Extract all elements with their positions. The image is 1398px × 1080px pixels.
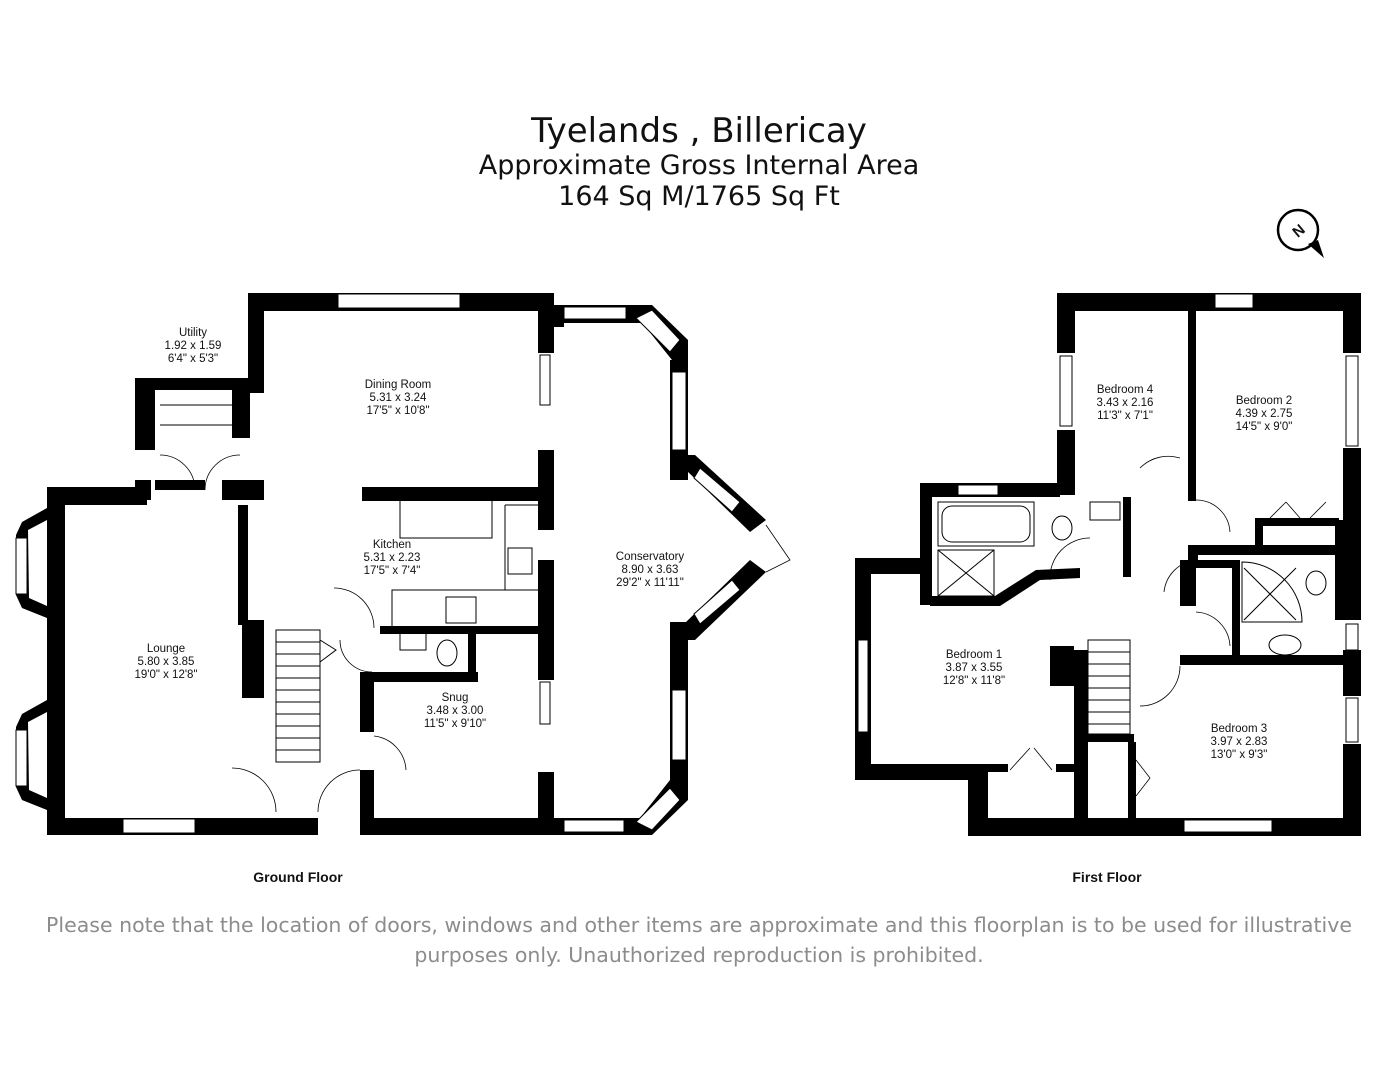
property-title: Tyelands , Billericay <box>531 111 867 151</box>
room-imperial: 17'5" x 7'4" <box>364 565 421 577</box>
room-name: Dining Room <box>365 379 431 391</box>
room-metric: 1.92 x 1.59 <box>165 340 222 352</box>
room-imperial: 19'0" x 12'8" <box>134 669 197 681</box>
room-conservatory: Conservatory 8.90 x 3.63 29'2" x 11'11" <box>616 551 685 589</box>
ground-floor-label: Ground Floor <box>253 869 343 885</box>
room-imperial: 29'2" x 11'11" <box>616 577 684 589</box>
first-floor-plan <box>855 293 1361 836</box>
room-metric: 8.90 x 3.63 <box>622 564 679 576</box>
room-bedroom-4: Bedroom 4 3.43 x 2.16 11'3" x 7'1" <box>1097 384 1154 422</box>
room-imperial: 13'0" x 9'3" <box>1211 749 1268 761</box>
room-name: Snug <box>442 692 469 704</box>
disclaimer-line-1: Please note that the location of doors, … <box>46 913 1352 937</box>
compass-icon: N <box>1276 208 1324 258</box>
room-metric: 5.31 x 3.24 <box>370 392 428 404</box>
room-name: Bedroom 2 <box>1236 395 1292 407</box>
room-utility: Utility 1.92 x 1.59 6'4" x 5'3" <box>165 327 222 365</box>
room-bedroom-3: Bedroom 3 3.97 x 2.83 13'0" x 9'3" <box>1211 723 1268 761</box>
room-metric: 4.39 x 2.75 <box>1236 408 1293 420</box>
room-metric: 3.87 x 3.55 <box>946 662 1003 674</box>
area-subtitle: Approximate Gross Internal Area <box>478 150 920 181</box>
room-metric: 3.43 x 2.16 <box>1097 397 1154 409</box>
first-floor-label: First Floor <box>1072 869 1142 885</box>
stairs <box>275 629 337 763</box>
ground-floor-plan <box>15 293 791 835</box>
plan-header: Tyelands , Billericay Approximate Gross … <box>0 112 1398 212</box>
room-name: Bedroom 4 <box>1097 384 1154 396</box>
room-metric: 3.48 x 3.00 <box>427 705 484 717</box>
disclaimer: Please note that the location of doors, … <box>0 910 1398 970</box>
room-imperial: 11'3" x 7'1" <box>1097 410 1153 422</box>
room-name: Utility <box>179 327 207 339</box>
gross-area: 164 Sq M/1765 Sq Ft <box>558 181 840 212</box>
room-metric: 5.31 x 2.23 <box>364 552 421 564</box>
room-dining: Dining Room 5.31 x 3.24 17'5" x 10'8" <box>365 379 431 417</box>
room-imperial: 6'4" x 5'3" <box>168 353 218 365</box>
disclaimer-line-2: purposes only. Unauthorized reproduction… <box>414 943 984 967</box>
room-kitchen: Kitchen 5.31 x 2.23 17'5" x 7'4" <box>364 539 421 577</box>
room-name: Bedroom 1 <box>946 649 1002 661</box>
room-bedroom-1: Bedroom 1 3.87 x 3.55 12'8" x 11'8" <box>943 649 1005 687</box>
room-name: Kitchen <box>373 539 411 551</box>
room-imperial: 14'5" x 9'0" <box>1236 421 1293 433</box>
stairs <box>1087 639 1131 735</box>
room-lounge: Lounge 5.80 x 3.85 19'0" x 12'8" <box>134 643 197 681</box>
room-name: Lounge <box>147 643 185 655</box>
room-imperial: 12'8" x 11'8" <box>943 675 1005 687</box>
room-name: Conservatory <box>616 551 685 563</box>
room-metric: 3.97 x 2.83 <box>1211 736 1268 748</box>
room-name: Bedroom 3 <box>1211 723 1267 735</box>
room-bedroom-2: Bedroom 2 4.39 x 2.75 14'5" x 9'0" <box>1236 395 1293 433</box>
room-imperial: 17'5" x 10'8" <box>366 405 429 417</box>
room-imperial: 11'5" x 9'10" <box>424 718 486 730</box>
room-snug: Snug 3.48 x 3.00 11'5" x 9'10" <box>424 692 486 730</box>
room-metric: 5.80 x 3.85 <box>138 656 195 668</box>
